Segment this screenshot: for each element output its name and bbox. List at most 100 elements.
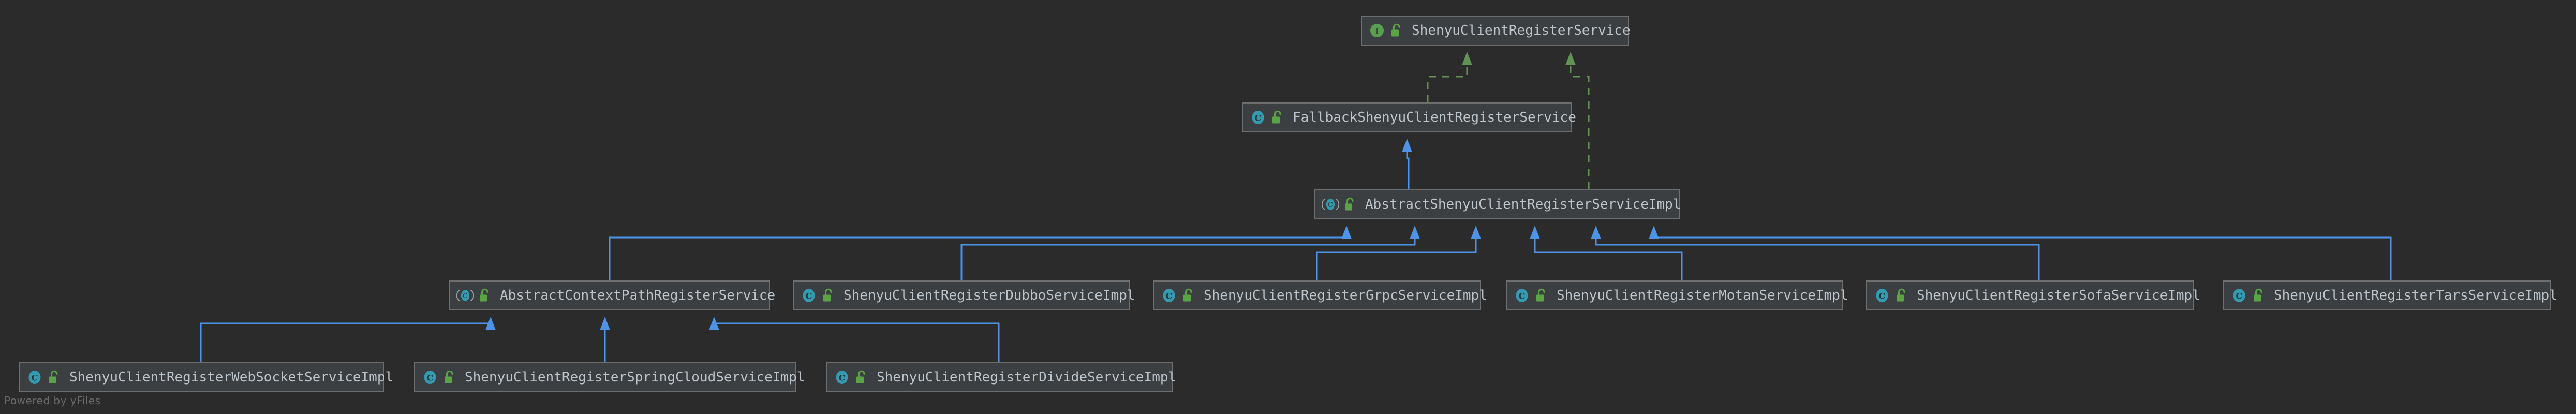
edge-e-sofa-extends-abstractimpl [1595, 238, 2040, 280]
edge-arrowhead-e-tars-extends-abstractimpl [1649, 226, 1659, 239]
unlock-icon [1893, 288, 1915, 303]
svg-text:C: C [1879, 291, 1886, 301]
class-icon: C [1513, 287, 1531, 304]
unlock-icon [1269, 110, 1291, 125]
svg-text:C: C [839, 373, 846, 383]
edge-arrowhead-e-websocket-extends-contextpath [485, 317, 496, 330]
edge-e-motan-extends-abstractimpl [1534, 238, 1683, 280]
unlock-icon [856, 370, 865, 383]
class-icon: C [836, 371, 848, 384]
class-node-shenyu-client-register-tars-service-impl[interactable]: C ShenyuClientRegisterTarsServiceImpl [2223, 280, 2557, 310]
svg-text:C: C [463, 292, 468, 300]
class-node-abstract-context-path-register-service[interactable]: C AbstractContextPathRegisterService [449, 280, 775, 310]
unlock-icon [1345, 197, 1354, 211]
edge-e-websocket-extends-contextpath [200, 322, 492, 362]
class-icon: C [1516, 289, 1528, 302]
unlock-icon [1536, 288, 1545, 302]
unlock-icon [1533, 288, 1555, 303]
class-node-fallback-shenyu-client-register-service[interactable]: C FallbackShenyuClientRegisterService [1242, 102, 1576, 132]
unlock-icon [1388, 23, 1410, 38]
class-icon: C [1873, 287, 1891, 304]
svg-text:C: C [1328, 201, 1333, 209]
class-node-label: ShenyuClientRegisterDivideServiceImpl [877, 369, 1177, 385]
class-icon: C [1252, 111, 1264, 124]
unlock-icon [445, 370, 453, 383]
class-node-label: ShenyuClientRegisterGrpcServiceImpl [1204, 288, 1487, 303]
yfiles-watermark: Powered by yFiles [4, 394, 101, 407]
class-icon: C [833, 368, 851, 386]
edge-arrowhead-e-abstractimpl-extends-fallback [1402, 139, 1412, 152]
unlock-icon [853, 369, 875, 385]
class-node-label: FallbackShenyuClientRegisterService [1293, 110, 1576, 125]
class-node-abstract-shenyu-client-register-service-impl[interactable]: C AbstractShenyuClientRegisterServiceImpl [1314, 189, 1681, 219]
class-icon: C [1876, 289, 1888, 302]
edge-e-fallback-implements-service [1427, 64, 1468, 102]
class-node-shenyu-client-register-motan-service-impl[interactable]: C ShenyuClientRegisterMotanServiceImpl [1506, 280, 1848, 310]
class-node-shenyu-client-register-dubbo-service-impl[interactable]: C ShenyuClientRegisterDubboServiceImpl [793, 280, 1135, 310]
class-node-label: ShenyuClientRegisterMotanServiceImpl [1557, 288, 1848, 303]
abstract-class-icon: C [1322, 196, 1339, 213]
unlock-icon [1272, 110, 1281, 124]
class-icon: C [800, 287, 818, 304]
unlock-icon [49, 370, 58, 383]
class-node-shenyu-client-register-grpc-service-impl[interactable]: C ShenyuClientRegisterGrpcServiceImpl [1153, 280, 1487, 310]
class-icon: C [1249, 109, 1267, 126]
edge-e-abstractimpl-implements-service [1570, 64, 1590, 189]
edge-e-grpc-extends-abstractimpl [1316, 238, 1477, 280]
class-icon: C [421, 368, 439, 386]
edge-arrowhead-e-dubbo-extends-abstractimpl [1410, 226, 1420, 239]
svg-text:C: C [1519, 291, 1526, 301]
svg-text:C: C [2236, 291, 2243, 301]
class-node-label: ShenyuClientRegisterService [1412, 23, 1631, 38]
class-node-shenyu-client-register-service[interactable]: I ShenyuClientRegisterService [1361, 16, 1631, 46]
interface-icon: I [1370, 24, 1384, 37]
svg-text:C: C [32, 373, 38, 383]
abstract-class-icon: C [1322, 198, 1339, 211]
class-node-shenyu-client-register-spring-cloud-service-impl[interactable]: C ShenyuClientRegisterSpringCloudServiceI… [414, 362, 805, 392]
edge-e-abstractimpl-extends-fallback [1406, 151, 1410, 189]
class-icon: C [26, 368, 43, 386]
edge-arrowhead-e-motan-extends-abstractimpl [1530, 226, 1540, 239]
class-node-label: ShenyuClientRegisterTarsServiceImpl [2274, 288, 2557, 303]
edge-arrowhead-e-contextpath-extends-abstractimpl [1341, 226, 1352, 239]
class-icon: C [803, 289, 815, 302]
edge-e-divide-extends-contextpath [713, 322, 1000, 362]
svg-text:C: C [806, 291, 812, 301]
edge-arrowhead-e-sofa-extends-abstractimpl [1591, 226, 1601, 239]
interface-icon: I [1368, 22, 1386, 39]
unlock-icon [480, 288, 488, 302]
class-node-label: ShenyuClientRegisterSpringCloudServiceIm… [465, 369, 805, 385]
unlock-icon [1183, 288, 1192, 302]
unlock-icon [1897, 288, 1905, 302]
abstract-class-icon: C [456, 289, 474, 302]
edge-arrowhead-e-grpc-extends-abstractimpl [1471, 226, 1481, 239]
class-node-shenyu-client-register-divide-service-impl[interactable]: C ShenyuClientRegisterDivideServiceImpl [826, 362, 1177, 392]
class-icon: C [2230, 287, 2248, 304]
unlock-icon [441, 369, 463, 385]
edge-e-tars-extends-abstractimpl [1653, 236, 2392, 280]
unlock-icon [2254, 288, 2262, 302]
class-node-label: ShenyuClientRegisterDubboServiceImpl [843, 288, 1135, 303]
unlock-icon [1391, 23, 1400, 37]
unlock-icon [2250, 288, 2272, 303]
edge-arrowhead-e-springcloud-extends-contextpath [600, 317, 610, 330]
unlock-icon [1180, 288, 1202, 303]
svg-text:C: C [1255, 113, 1262, 123]
unlock-icon [46, 369, 67, 385]
class-icon: C [424, 371, 436, 384]
unlock-icon [1341, 197, 1363, 212]
class-node-label: AbstractContextPathRegisterService [500, 288, 776, 303]
unlock-icon [823, 288, 832, 302]
svg-text:I: I [1375, 26, 1379, 36]
edge-arrowhead-e-fallback-implements-service [1462, 52, 1472, 65]
class-icon: C [1160, 287, 1178, 304]
edge-e-contextpath-extends-abstractimpl [609, 236, 1348, 280]
edge-e-dubbo-extends-abstractimpl [960, 238, 1416, 280]
edge-arrowhead-e-divide-extends-contextpath [709, 317, 719, 330]
class-icon: C [2233, 289, 2245, 302]
class-node-label: AbstractShenyuClientRegisterServiceImpl [1365, 197, 1681, 212]
